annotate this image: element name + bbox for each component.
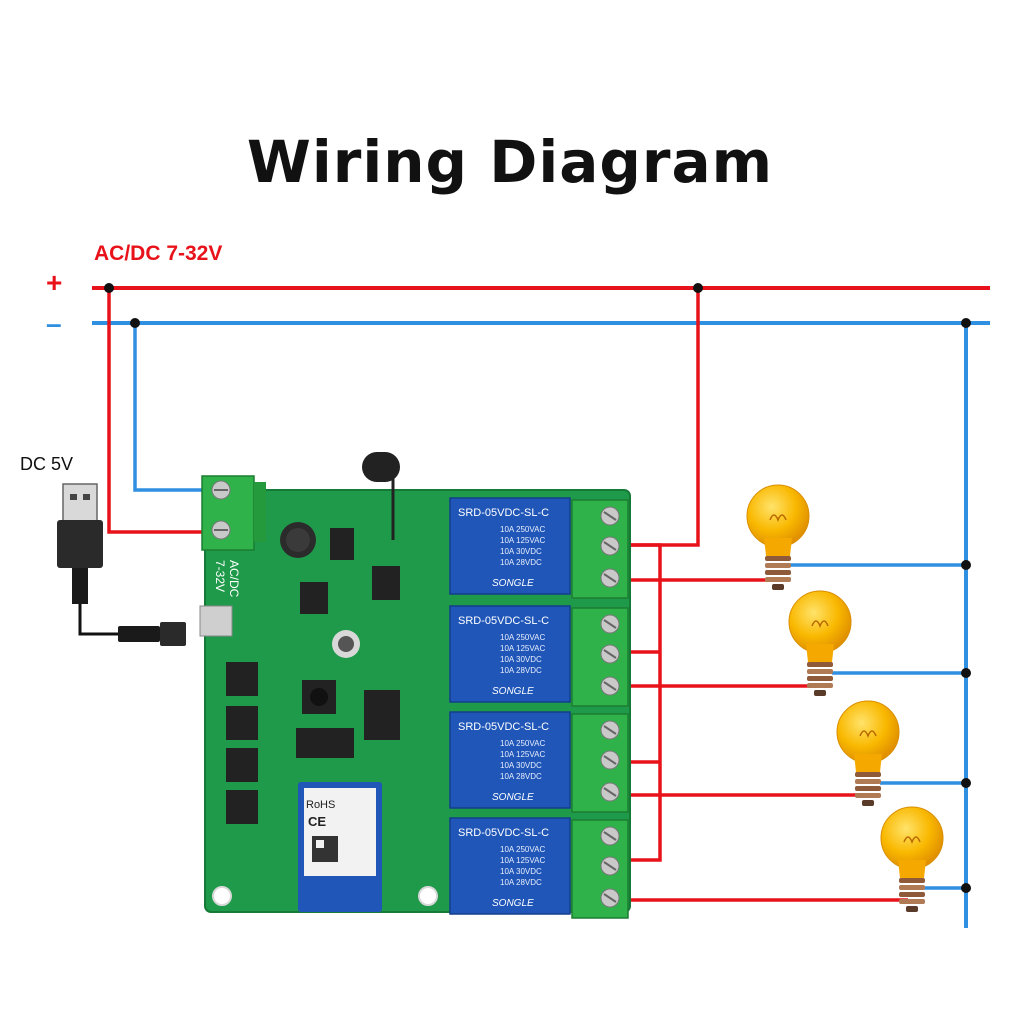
relay-rating-label: 10A 250VAC xyxy=(500,525,545,534)
inductor xyxy=(300,582,328,614)
relay-model-label: SRD-05VDC-SL-C xyxy=(458,615,549,627)
relay-rating-label: 10A 125VAC xyxy=(500,750,545,759)
relay-2: SRD-05VDC-SL-C 10A 250VAC 10A 125VAC 10A 30… xyxy=(449,605,571,703)
page-title: Wiring Diagram xyxy=(246,128,774,196)
relay-rating-label: 10A 28VDC xyxy=(500,772,542,781)
relay-common-bus xyxy=(612,543,662,862)
relay-3: SRD-05VDC-SL-C 10A 250VAC 10A 125VAC 10A 30… xyxy=(449,711,571,809)
capacitor xyxy=(332,630,360,658)
relay-stack: SRD-05VDC-SL-C 10A 250VAC 10A 125VAC 10A 30… xyxy=(449,497,629,919)
negative-sign: – xyxy=(46,308,62,339)
ic-chip xyxy=(372,566,400,600)
relay-terminal-block xyxy=(571,819,629,919)
relay-rating-label: 10A 30VDC xyxy=(500,761,542,770)
terminal-label-acdc: AC/DC xyxy=(227,560,241,598)
relay-rating-label: 10A 28VDC xyxy=(500,878,542,887)
relay-rating-label: 10A 30VDC xyxy=(500,547,542,556)
relay-rating-label: 10A 250VAC xyxy=(500,845,545,854)
wifi-module: RoHS CE xyxy=(298,782,382,912)
relay-rating-label: 10A 250VAC xyxy=(500,633,545,642)
usb-voltage-label: DC 5V xyxy=(20,454,73,474)
relay-terminal-block xyxy=(571,607,629,707)
relay-terminal-block xyxy=(571,713,629,813)
relay-brand-label: SONGLE xyxy=(492,578,534,589)
relay-brand-label: SONGLE xyxy=(492,898,534,909)
micro-usb-port xyxy=(199,605,233,637)
relay-rating-label: 10A 250VAC xyxy=(500,739,545,748)
relay-model-label: SRD-05VDC-SL-C xyxy=(458,721,549,733)
light-bulb-icon xyxy=(836,700,900,806)
supply-voltage-label: AC/DC 7-32V xyxy=(94,242,222,265)
capacitor xyxy=(280,522,316,558)
usb-plug-icon xyxy=(57,483,186,646)
relay-model-label: SRD-05VDC-SL-C xyxy=(458,827,549,839)
terminal-label-voltage: 7-32V xyxy=(213,560,227,592)
supply-negative-wire xyxy=(133,323,228,492)
module-ce-text: CE xyxy=(308,814,326,829)
relay-1: SRD-05VDC-SL-C 10A 250VAC 10A 125VAC 10A 30… xyxy=(449,497,571,595)
light-bulb-icon xyxy=(788,590,852,696)
relay-model-label: SRD-05VDC-SL-C xyxy=(458,507,549,519)
relay-brand-label: SONGLE xyxy=(492,792,534,803)
relay-rating-label: 10A 30VDC xyxy=(500,867,542,876)
relay-rating-label: 10A 125VAC xyxy=(500,856,545,865)
light-bulb-icon xyxy=(880,806,944,912)
relay-rating-label: 10A 125VAC xyxy=(500,644,545,653)
relay-rating-label: 10A 30VDC xyxy=(500,655,542,664)
light-bulb-icon xyxy=(746,484,810,590)
tact-buttons xyxy=(226,662,258,824)
relay-terminal-block xyxy=(571,499,629,599)
relay-rating-label: 10A 125VAC xyxy=(500,536,545,545)
ic-chip xyxy=(364,690,400,740)
relay-rating-label: 10A 28VDC xyxy=(500,558,542,567)
power-terminal-block xyxy=(201,475,266,551)
antenna-icon xyxy=(362,452,400,540)
module-rohs-text: RoHS xyxy=(306,799,335,811)
relay-4: SRD-05VDC-SL-C 10A 250VAC 10A 125VAC 10A 30… xyxy=(449,817,571,915)
supply-positive-wire xyxy=(107,288,228,534)
bulb-group xyxy=(746,484,944,912)
ic-chip xyxy=(296,728,354,758)
relay-rating-label: 10A 28VDC xyxy=(500,666,542,675)
relay-brand-label: SONGLE xyxy=(492,686,534,697)
ic-chip xyxy=(330,528,354,560)
positive-sign: + xyxy=(46,267,62,298)
junction-dots xyxy=(104,283,971,893)
